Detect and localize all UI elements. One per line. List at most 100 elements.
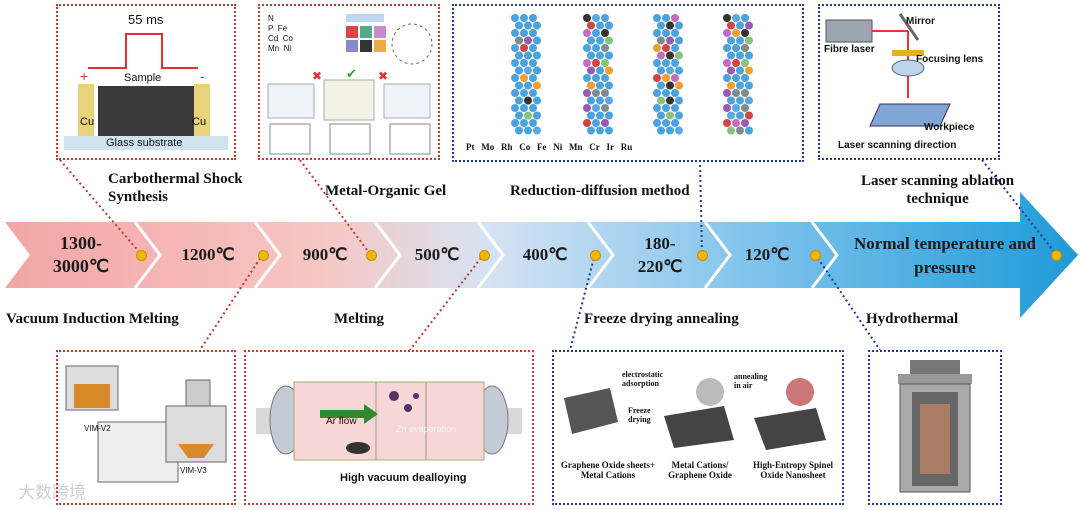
atom [745,37,753,45]
panel-laser: Mirror Fibre laser Focusing lens Workpie… [818,4,1000,160]
atom [596,67,604,75]
atom [741,59,749,67]
atom [732,29,740,37]
atom [596,127,604,135]
atom [671,119,679,127]
atom [520,74,528,82]
atom [596,82,604,90]
atom [511,59,519,67]
atom [671,44,679,52]
atom [596,112,604,120]
atom [671,29,679,37]
element-fe: Fe [278,24,287,33]
atom [533,82,541,90]
atom [592,74,600,82]
panel-mog: ✖ ✔ ✖ N P Fe Cd Co Mn Ni [258,4,440,160]
method-freeze: Freeze drying annealing [584,310,804,328]
atom [675,22,683,30]
cu-left-label: Cu [80,116,94,128]
atom [745,67,753,75]
atom [745,97,753,105]
atom [515,67,523,75]
atom [533,112,541,120]
atom [601,14,609,22]
atom [741,89,749,97]
element-ni: Ni [284,44,292,53]
atom [675,37,683,45]
atom [741,14,749,22]
panel-melting: Ar flow Zn evaporation High vacuum deall… [244,350,534,505]
atom [533,97,541,105]
atom [601,119,609,127]
atom [727,97,735,105]
step-marker [1051,250,1062,261]
legend-ir: Ir [607,142,615,152]
atom [583,119,591,127]
atom [587,37,595,45]
autoclave-image [870,352,1000,503]
atom [666,67,674,75]
atom [529,29,537,37]
sample-label: Sample [124,72,161,84]
atom [723,89,731,97]
atom [583,14,591,22]
atom [511,104,519,112]
step-marker [258,250,269,261]
atom [587,67,595,75]
atom [727,52,735,60]
legend-pt: Pt [466,142,475,152]
atom [596,97,604,105]
freeze-label: Freeze drying [628,406,662,424]
step-marker [810,250,821,261]
atom [653,74,661,82]
step-label-1: 1300-3000℃ [42,232,120,278]
atom [515,22,523,30]
atom [732,89,740,97]
atom [732,74,740,82]
atom [653,119,661,127]
atom [511,74,519,82]
atom [520,29,528,37]
atom [511,14,519,22]
atom [592,29,600,37]
method-laser: Laser scanning ablation technique [855,172,1020,208]
atom [732,119,740,127]
atom [662,59,670,67]
atom [675,112,683,120]
atom [587,97,595,105]
melting-caption: High vacuum dealloying [340,472,467,484]
atom [529,119,537,127]
atom [671,59,679,67]
atom [533,37,541,45]
atom [592,59,600,67]
laser-workpiece-label: Workpiece [924,122,974,133]
atom [596,37,604,45]
atom [533,52,541,60]
atom [666,22,674,30]
atom [605,82,613,90]
method-vim: Vacuum Induction Melting [6,310,246,328]
panel-reduction: Pt Mo Rh Co Fe Ni Mn Cr Ir Ru [452,4,804,162]
vim-v3-label: VIM-V3 [180,466,207,475]
atom [605,127,613,135]
atom [732,59,740,67]
atom [723,59,731,67]
atom [592,104,600,112]
atom [605,52,613,60]
anneal-label: annealing in air [734,372,774,390]
atom [675,52,683,60]
atom [736,67,744,75]
atom [653,44,661,52]
legend-mn: Mn [569,142,583,152]
step-marker [697,250,708,261]
atom [592,44,600,52]
atom [592,89,600,97]
laser-schematic [820,6,998,158]
atom [529,89,537,97]
atom [515,112,523,120]
freeze-schematic [554,352,842,503]
atom [662,44,670,52]
method-mog: Metal-Organic Gel [325,182,495,200]
atom [524,37,532,45]
atom [657,112,665,120]
